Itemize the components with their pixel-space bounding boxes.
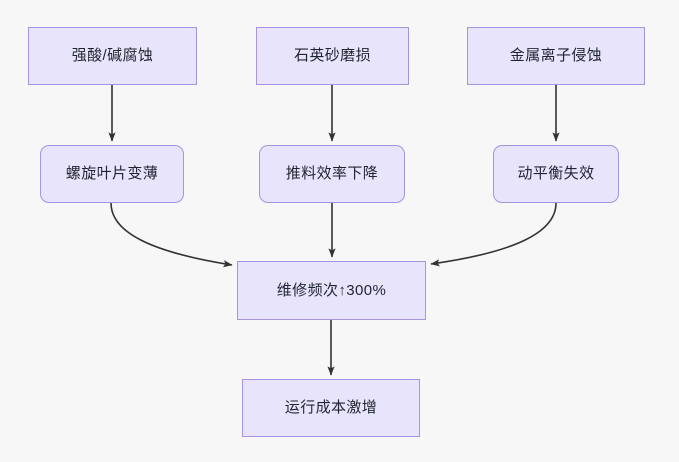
node-metal-ion-erosion[interactable]: 金属离子侵蚀 <box>467 27 645 85</box>
node-label: 动平衡失效 <box>517 165 595 182</box>
node-label: 运行成本激增 <box>284 399 378 416</box>
node-quartz-sand-abrasion[interactable]: 石英砂磨损 <box>256 27 409 85</box>
node-label: 推料效率下降 <box>285 165 379 182</box>
node-label: 强酸/碱腐蚀 <box>71 47 154 64</box>
node-strong-acid-alkali-corrosion[interactable]: 强酸/碱腐蚀 <box>28 27 197 85</box>
node-operating-cost-surge[interactable]: 运行成本激增 <box>242 379 420 437</box>
edge-spiral-blade-thinning-to-maintenance-frequency <box>110 202 233 268</box>
edge-dynamic-balance-failure-to-maintenance-frequency <box>430 202 557 267</box>
node-maintenance-frequency[interactable]: 维修频次↑300% <box>237 261 426 320</box>
node-spiral-blade-thinning[interactable]: 螺旋叶片变薄 <box>40 145 184 203</box>
node-dynamic-balance-failure[interactable]: 动平衡失效 <box>493 145 619 203</box>
node-label: 维修频次↑300% <box>276 281 387 299</box>
node-label: 螺旋叶片变薄 <box>65 165 159 182</box>
node-label: 金属离子侵蚀 <box>509 47 603 64</box>
node-label: 石英砂磨损 <box>293 47 371 64</box>
node-feeding-efficiency-drop[interactable]: 推料效率下降 <box>259 145 405 203</box>
